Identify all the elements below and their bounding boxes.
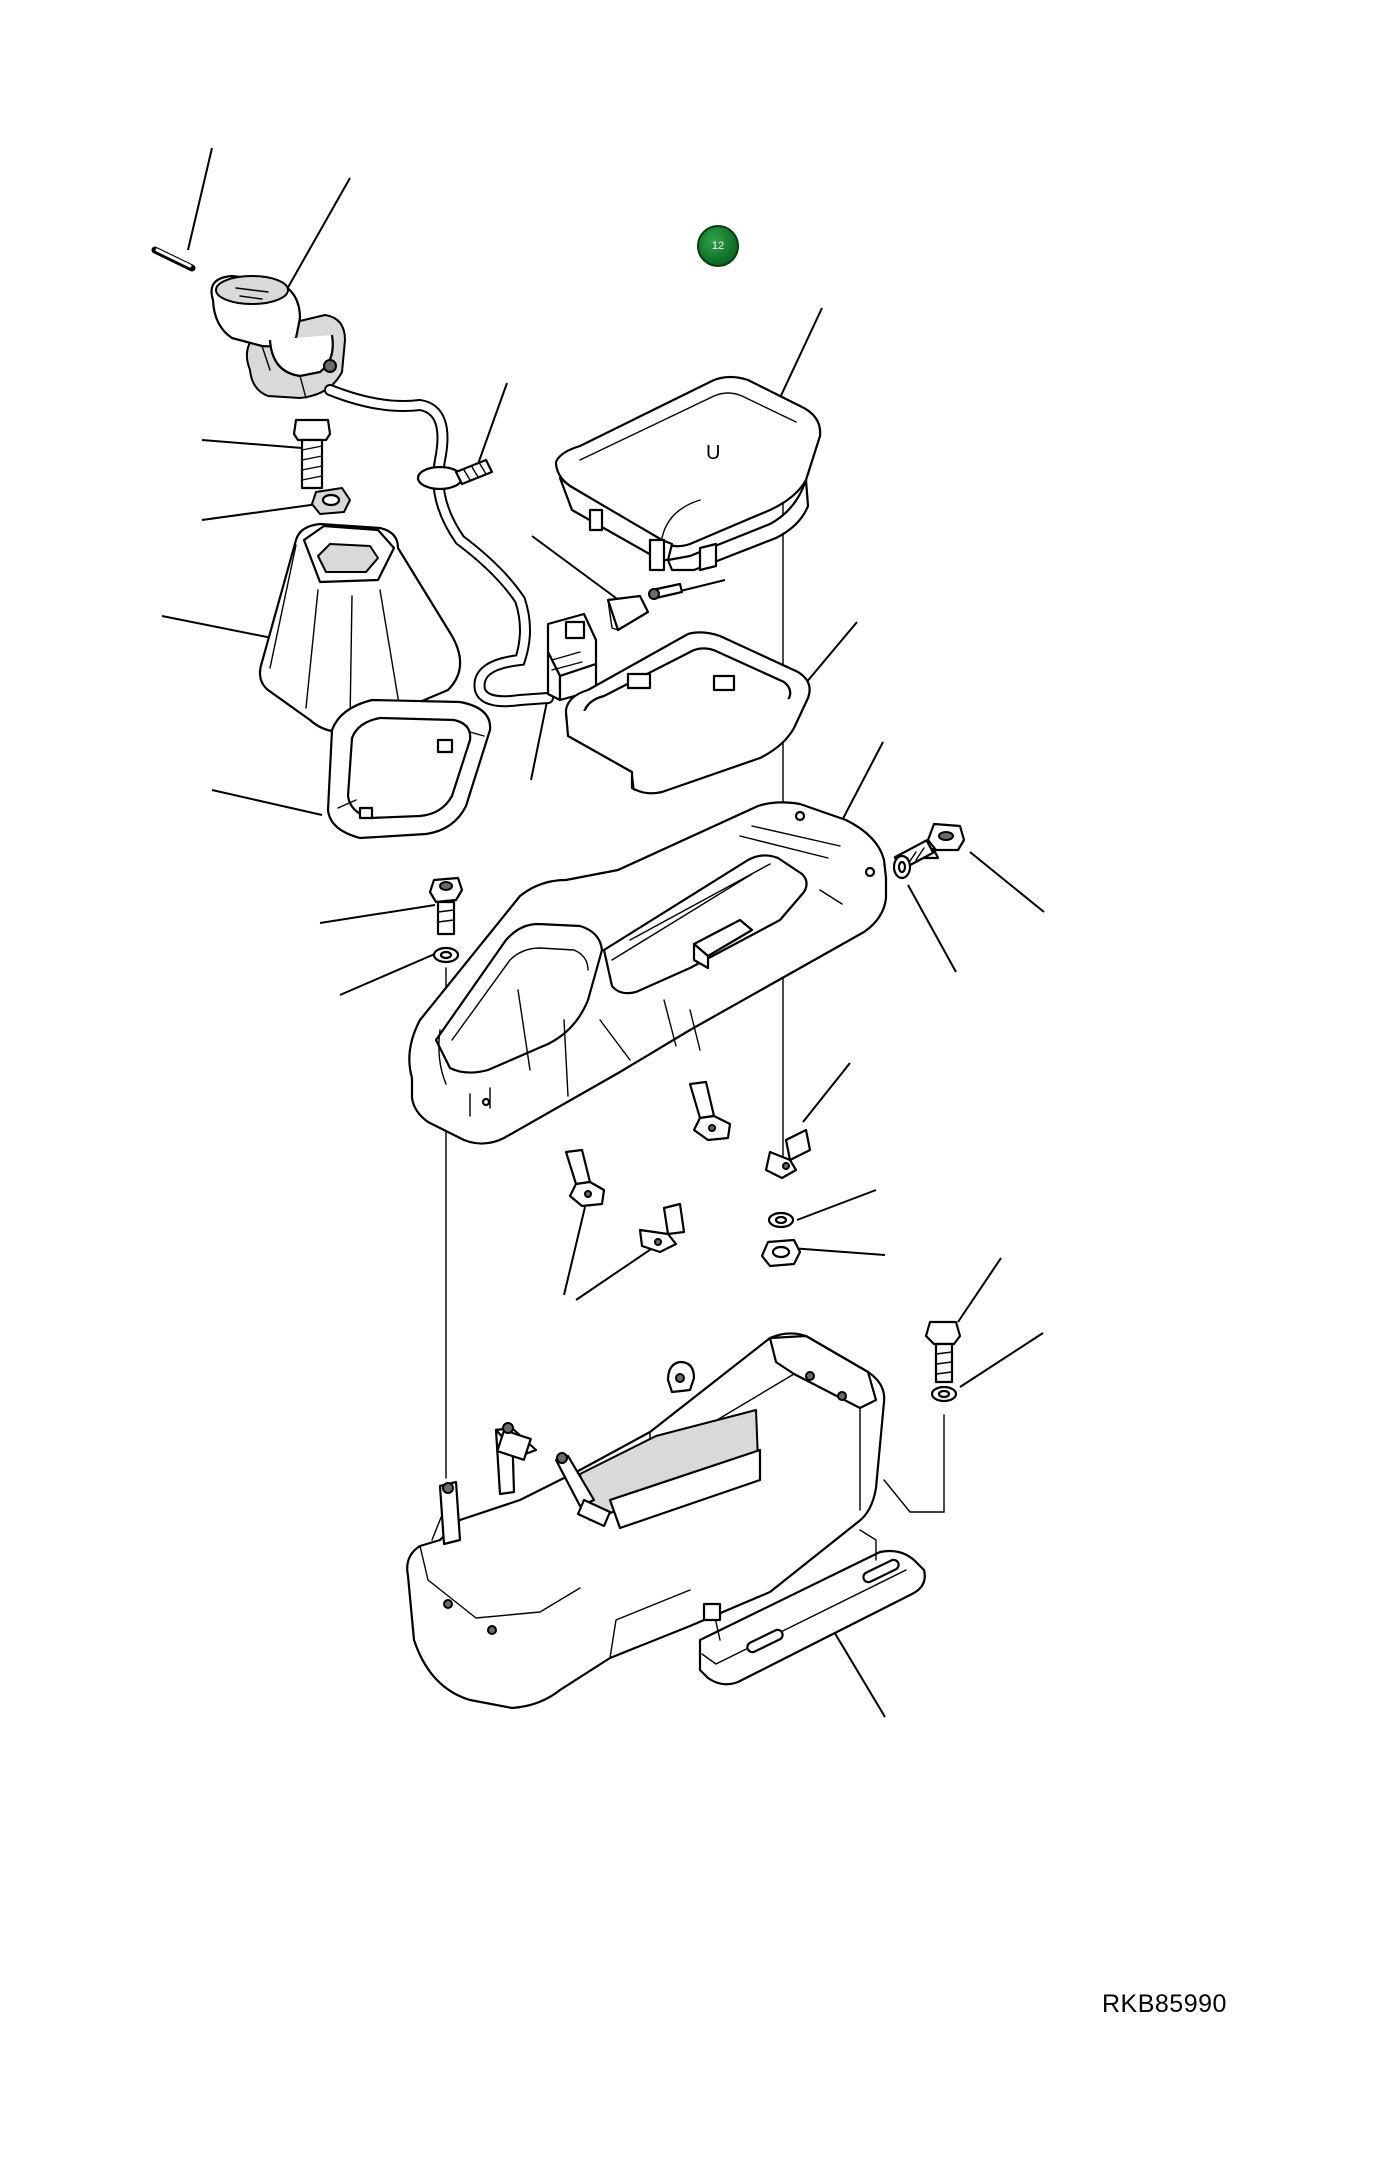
- nut-mid: [760, 1238, 802, 1268]
- bracket-1: [688, 1080, 732, 1142]
- shift-boot: [258, 522, 462, 733]
- clip-and-screw: [606, 582, 684, 632]
- console-base: [406, 1332, 926, 1710]
- bracket-2: [764, 1128, 812, 1180]
- pin: [151, 246, 196, 272]
- bolt-lower-right: [924, 1320, 962, 1384]
- armrest-cushion: [554, 375, 822, 572]
- washer-mid: [767, 1211, 795, 1229]
- nut: [311, 487, 351, 515]
- connector: [546, 612, 598, 702]
- callout-badge[interactable]: 12: [697, 225, 739, 267]
- armrest-frame: [564, 631, 811, 795]
- hex-bolt-left: [428, 876, 464, 936]
- bracket-3: [564, 1148, 606, 1208]
- washer-lower-right: [930, 1385, 958, 1403]
- bolt: [292, 418, 332, 490]
- lever-knob: [210, 274, 346, 399]
- bracket-4: [638, 1202, 686, 1254]
- wire-harness: [324, 384, 554, 708]
- console-cover: [408, 801, 888, 1145]
- drawing-reference-code: RKB85990: [1102, 1990, 1227, 2018]
- washer-right: [892, 854, 912, 880]
- part-mark-label: U: [706, 442, 721, 464]
- boot-frame: [326, 698, 492, 840]
- washer-left: [432, 946, 460, 964]
